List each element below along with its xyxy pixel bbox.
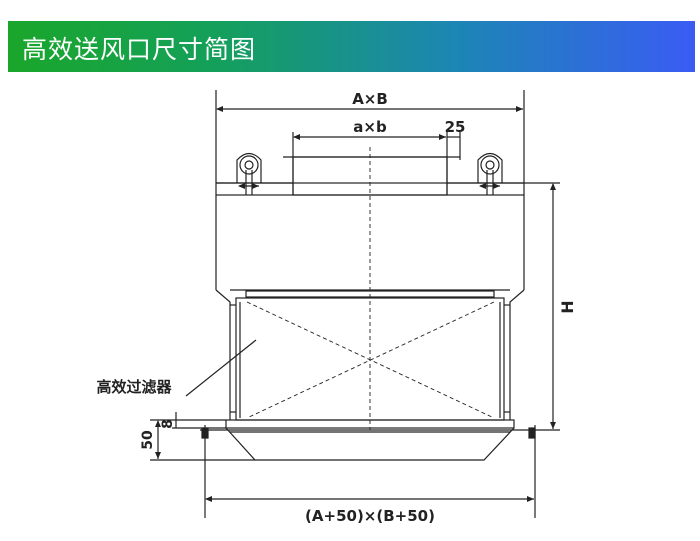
filter-cross-2 bbox=[246, 301, 495, 419]
bolt-left bbox=[201, 427, 209, 439]
label-inner: a×b bbox=[353, 118, 387, 136]
title-banner: 高效送风口尺寸简图 bbox=[8, 21, 695, 72]
label-outer: A×B bbox=[352, 90, 388, 108]
label-height: H bbox=[558, 300, 577, 313]
label-offset: 25 bbox=[445, 118, 466, 136]
label-8: 8 bbox=[160, 419, 176, 429]
label-base: (A+50)×(B+50) bbox=[305, 507, 435, 525]
filter-leader bbox=[185, 339, 257, 397]
lug-right bbox=[480, 155, 500, 175]
diffuser-cone bbox=[225, 427, 515, 461]
label-filter: 高效过滤器 bbox=[96, 378, 172, 396]
page-title: 高效送风口尺寸简图 bbox=[22, 35, 257, 64]
diffuser-plate bbox=[225, 419, 515, 429]
bolt-right bbox=[528, 427, 536, 439]
lug-left bbox=[239, 155, 259, 175]
label-50: 50 bbox=[140, 430, 156, 450]
